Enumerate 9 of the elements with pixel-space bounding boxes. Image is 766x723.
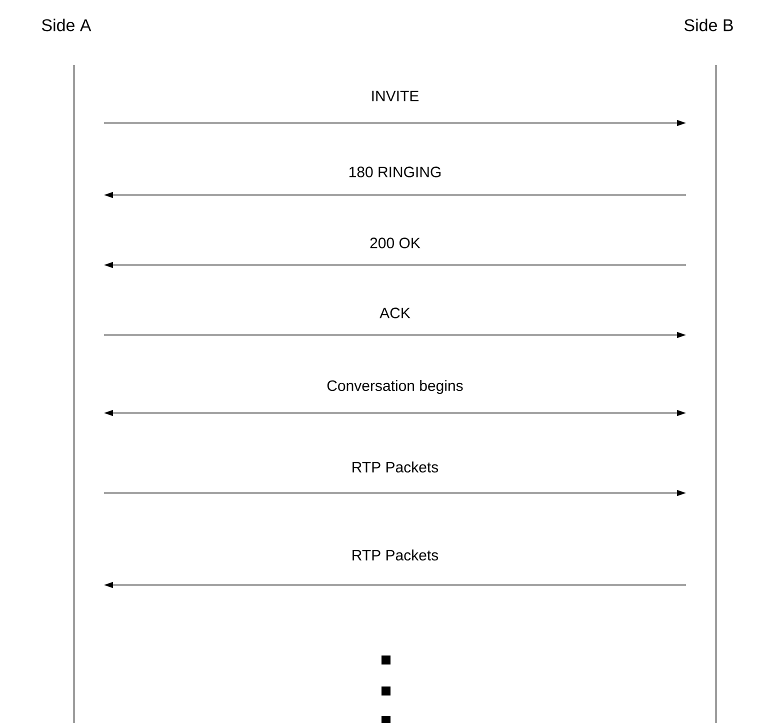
edge-label: 180 RINGING: [349, 166, 441, 178]
edge-label: ACK: [380, 308, 410, 318]
lifeline-heading: Side A: [42, 18, 92, 32]
edge-label: 200 OK: [370, 238, 420, 248]
edge-label: Conversation begins: [327, 380, 463, 394]
edge-label: RTP Packets: [352, 550, 438, 560]
edge-label: RTP Packets: [352, 462, 438, 472]
edge-label: INVITE: [372, 90, 419, 102]
lifeline-heading: Side B: [684, 18, 733, 32]
